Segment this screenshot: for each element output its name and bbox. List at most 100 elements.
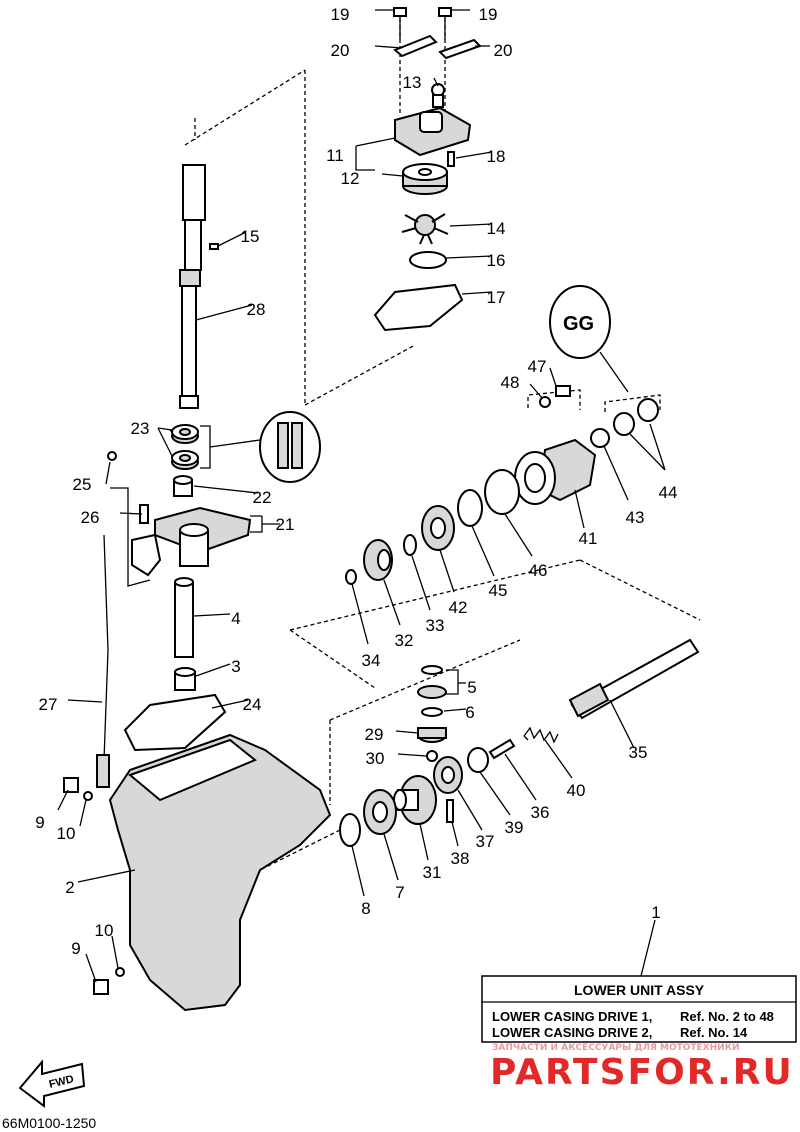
pinion-bearing-5 bbox=[417, 665, 447, 699]
circlip-34 bbox=[345, 569, 357, 585]
part-label-40: 40 bbox=[567, 781, 586, 800]
shim-33 bbox=[403, 534, 417, 556]
part-label-14: 14 bbox=[487, 219, 506, 238]
part-label-29: 29 bbox=[365, 725, 384, 744]
taper-bearing-7 bbox=[363, 789, 397, 835]
part-label-7: 7 bbox=[395, 883, 404, 902]
watermark-logo: PARTSFOR.RU bbox=[490, 1052, 794, 1093]
part-label-4: 4 bbox=[231, 609, 240, 628]
outer-plate-17 bbox=[373, 283, 464, 332]
part-label-19: 19 bbox=[331, 5, 350, 24]
shim-8 bbox=[339, 813, 361, 847]
part-label-32: 32 bbox=[395, 631, 414, 650]
o-ring-46 bbox=[484, 469, 520, 515]
part-label-12: 12 bbox=[341, 169, 360, 188]
part-label-19: 19 bbox=[479, 5, 498, 24]
part-label-20: 20 bbox=[331, 41, 350, 60]
part-label-44: 44 bbox=[659, 483, 678, 502]
bearing-23-lower bbox=[171, 450, 199, 470]
bolt-47 bbox=[555, 385, 571, 397]
part-label-43: 43 bbox=[626, 508, 645, 527]
part-label-2: 2 bbox=[65, 878, 74, 897]
part-label-16: 16 bbox=[487, 251, 506, 270]
part-label-17: 17 bbox=[487, 288, 506, 307]
part-label-42: 42 bbox=[449, 598, 468, 617]
lower-casing bbox=[108, 733, 332, 1012]
bolt-19-right bbox=[438, 7, 452, 40]
seal-detail-bubble bbox=[209, 411, 321, 483]
part-label-25: 25 bbox=[73, 475, 92, 494]
part-label-33: 33 bbox=[426, 616, 445, 635]
spring-40 bbox=[523, 726, 559, 744]
info-box-line2-right: Ref. No. 14 bbox=[680, 1025, 748, 1040]
drawing-code: 66M0100-1250 bbox=[2, 1115, 96, 1131]
pin-38 bbox=[446, 799, 454, 823]
reverse-gear bbox=[363, 539, 393, 581]
part-label-9: 9 bbox=[35, 813, 44, 832]
grease-detail-label: GG bbox=[563, 313, 594, 335]
bushing-3 bbox=[174, 667, 196, 691]
pin-18 bbox=[447, 151, 455, 167]
part-label-10: 10 bbox=[95, 921, 114, 940]
drive-shaft bbox=[179, 164, 206, 409]
bolt-9-lower bbox=[93, 967, 125, 995]
part-label-39: 39 bbox=[505, 818, 524, 837]
washer-48 bbox=[539, 396, 551, 408]
watermark: ЗАПЧАСТИ И АКСЕССУАРЫ ДЛЯ МОТОТЕХНИКИ PA… bbox=[490, 1043, 794, 1093]
part-label-1: 1 bbox=[651, 903, 660, 922]
pinion-gear bbox=[417, 727, 447, 743]
part-label-10: 10 bbox=[57, 824, 76, 843]
plate-20-left bbox=[393, 34, 438, 58]
shift-arm-bracket bbox=[131, 504, 162, 577]
part-label-11: 11 bbox=[326, 146, 344, 165]
gasket-24 bbox=[123, 693, 227, 752]
part-label-41: 41 bbox=[579, 529, 598, 548]
bolt-19-left bbox=[393, 7, 407, 40]
part-label-45: 45 bbox=[489, 581, 508, 600]
propeller-shaft bbox=[568, 638, 700, 720]
part-label-35: 35 bbox=[629, 743, 648, 762]
part-label-27: 27 bbox=[39, 695, 58, 714]
info-box-line2-left: LOWER CASING DRIVE 2, bbox=[492, 1025, 652, 1040]
watermark-tagline: ЗАПЧАСТИ И АКСЕССУАРЫ ДЛЯ МОТОТЕХНИКИ bbox=[492, 1043, 740, 1053]
forward-direction-arrow: FWD bbox=[18, 1059, 86, 1108]
part-label-48: 48 bbox=[501, 373, 520, 392]
info-box-title: LOWER UNIT ASSY bbox=[574, 982, 705, 998]
part-label-5: 5 bbox=[467, 678, 476, 697]
o-ring-45 bbox=[457, 489, 483, 527]
part-label-23: 23 bbox=[131, 419, 150, 438]
info-box-line1-right: Ref. No. 2 to 48 bbox=[680, 1009, 774, 1024]
plate-20-right bbox=[438, 38, 482, 60]
part-label-30: 30 bbox=[366, 749, 385, 768]
part-label-34: 34 bbox=[362, 651, 381, 670]
shim-6 bbox=[421, 707, 443, 717]
plunger-36 bbox=[488, 738, 516, 760]
part-label-31: 31 bbox=[423, 863, 442, 882]
impeller bbox=[401, 213, 449, 245]
clip-39 bbox=[467, 747, 489, 773]
part-label-20: 20 bbox=[494, 41, 513, 60]
shift-rod bbox=[96, 534, 110, 788]
part-label-24: 24 bbox=[243, 695, 262, 714]
part-label-13: 13 bbox=[403, 73, 422, 92]
water-pump-housing bbox=[394, 83, 472, 157]
grease-detail-bubble: GG bbox=[549, 285, 629, 393]
leader-lines bbox=[57, 9, 666, 983]
part-label-9: 9 bbox=[71, 939, 80, 958]
drive-shaft-housing bbox=[154, 506, 252, 567]
part-label-22: 22 bbox=[253, 488, 272, 507]
part-label-36: 36 bbox=[531, 803, 550, 822]
sleeve-4 bbox=[174, 577, 194, 658]
bolt-9-upper bbox=[63, 777, 93, 801]
nut-30 bbox=[426, 750, 438, 762]
key-15 bbox=[209, 243, 219, 250]
part-label-21: 21 bbox=[276, 515, 295, 534]
pin-25 bbox=[107, 451, 117, 461]
part-label-18: 18 bbox=[487, 147, 506, 166]
o-ring-16 bbox=[409, 251, 447, 269]
dog-clutch bbox=[433, 756, 463, 794]
part-label-15: 15 bbox=[241, 227, 260, 246]
oil-seal-44 bbox=[613, 398, 659, 436]
